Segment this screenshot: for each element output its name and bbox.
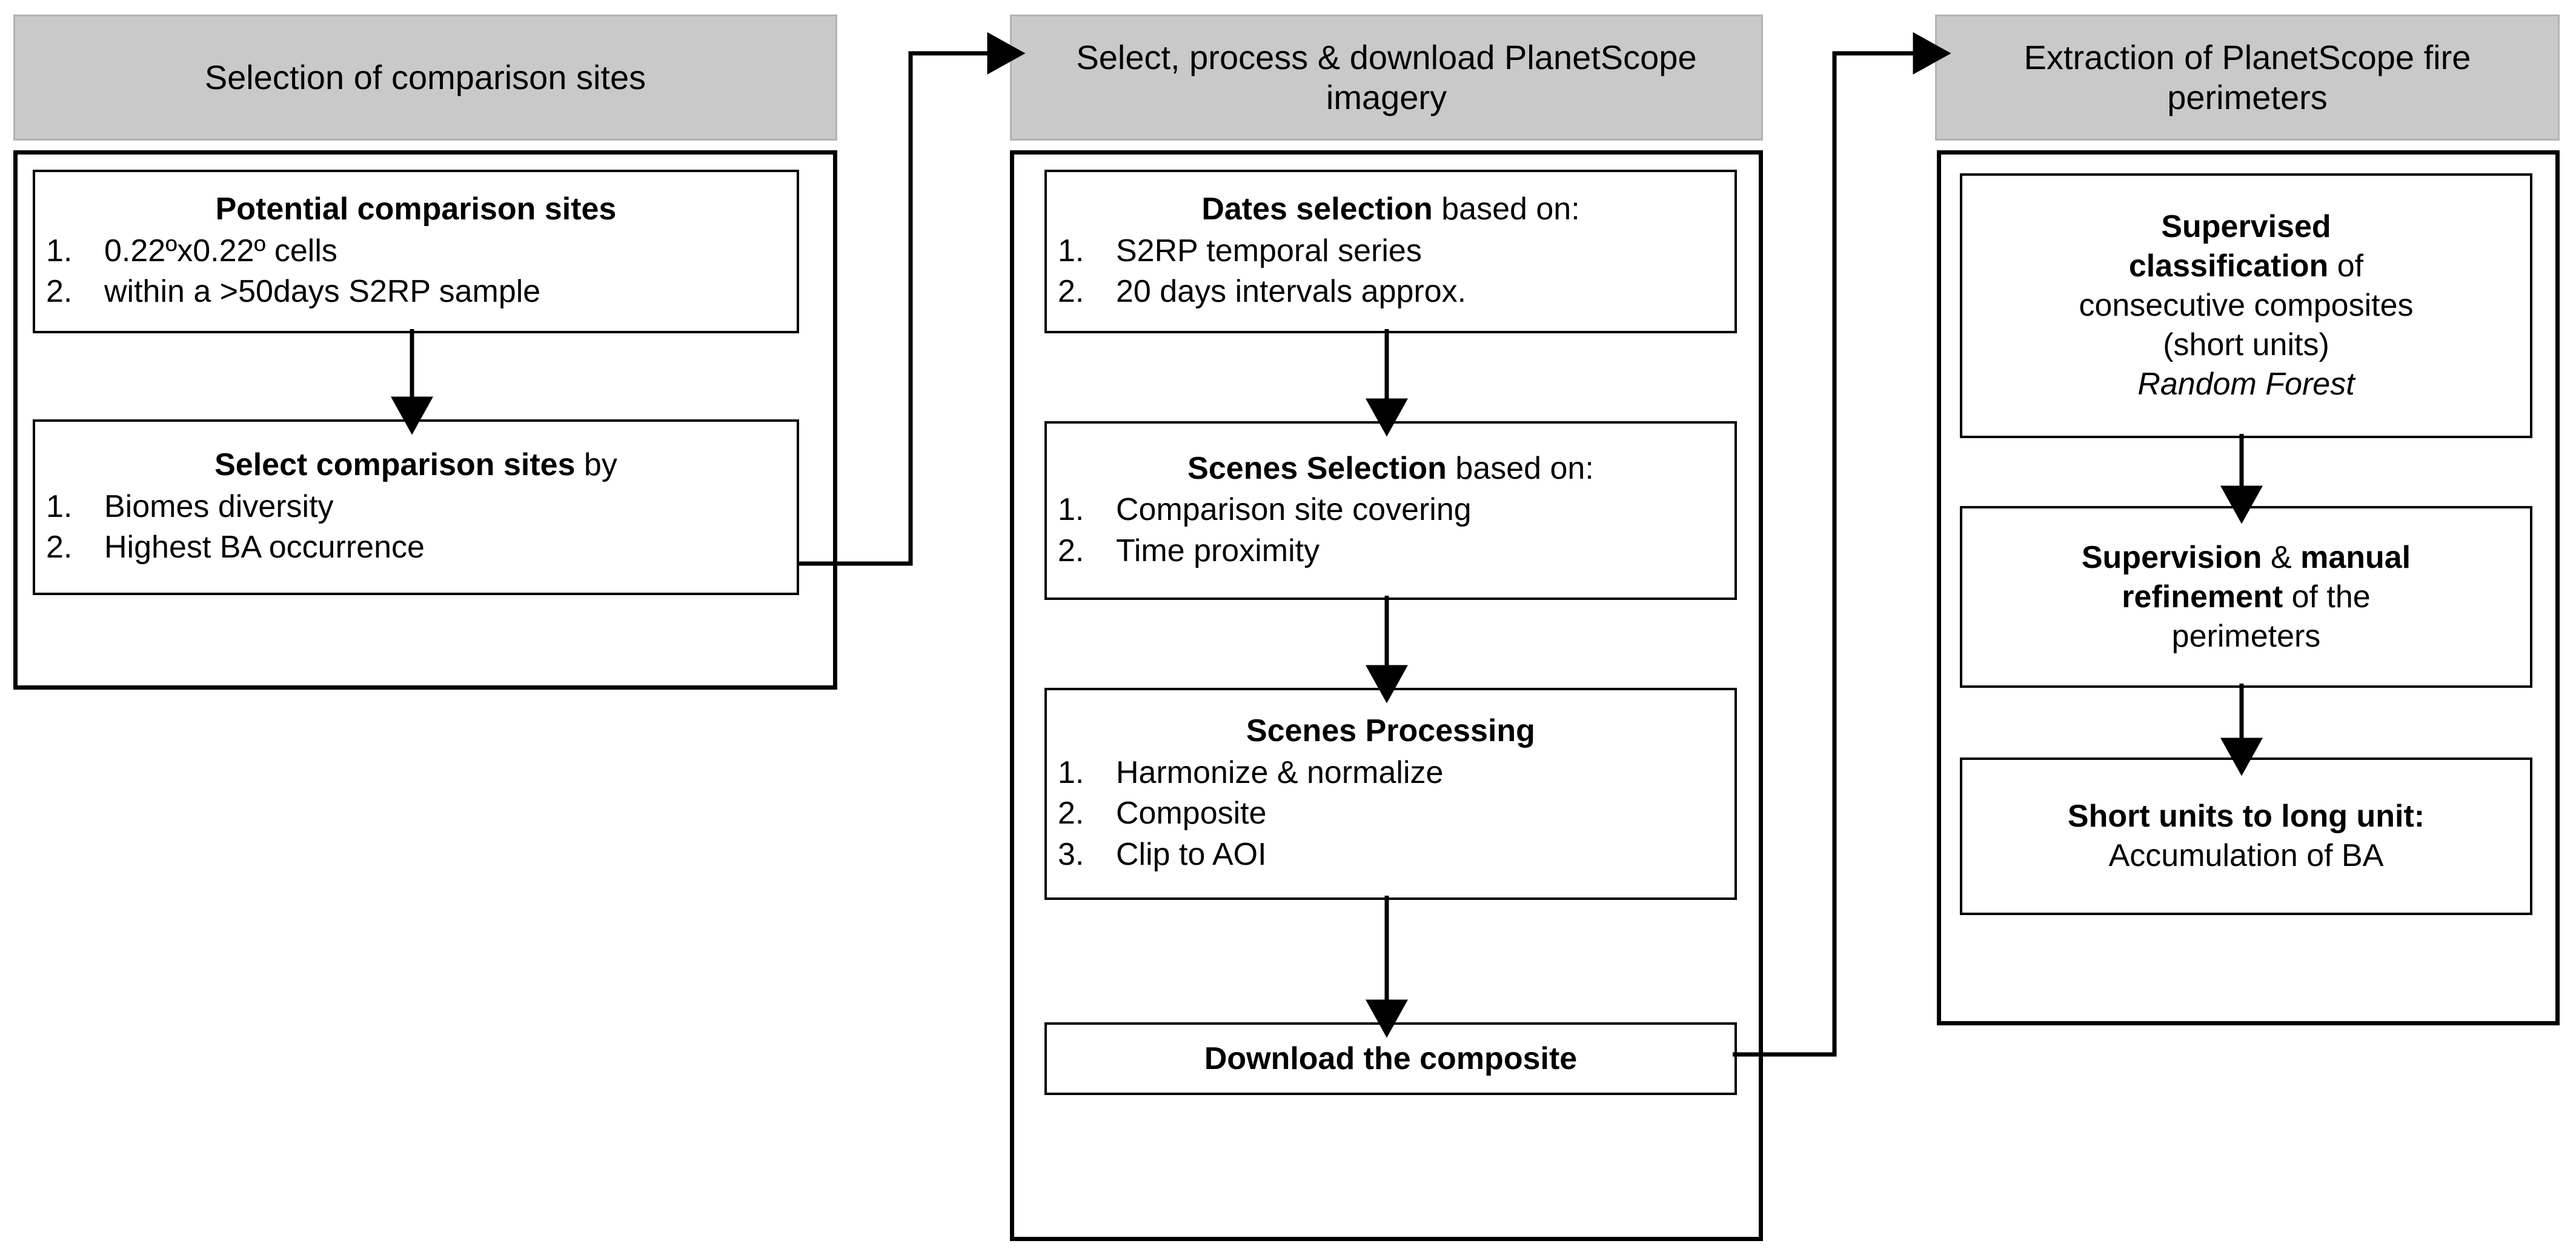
node-select-comparison-sites[interactable]: Select comparison sites by 1. Biomes div… [33, 419, 799, 595]
node-title: Scenes Processing [1058, 712, 1724, 750]
node-supervised-classification[interactable]: Supervised classification of consecutive… [1960, 173, 2532, 438]
node-line: Random Forest [1973, 365, 2519, 404]
node-step-list: 1. S2RP temporal series 2. 20 days inter… [1058, 231, 1724, 313]
node-line: Short units to long unit: [1973, 797, 2519, 836]
node-step-list: 1. Biomes diversity 2. Highest BA occurr… [46, 487, 786, 568]
step-text: Time proximity [1116, 533, 1320, 568]
node-line-bold: Supervised [2161, 209, 2331, 244]
node-title-bold: Select comparison sites [214, 447, 576, 483]
step-number: 1. [46, 488, 73, 524]
list-item: 1. 0.22ºx0.22º cells [46, 231, 786, 272]
node-line-rest: of [2328, 248, 2364, 284]
node-title: Potential comparison sites [46, 190, 786, 228]
stage-body-extraction-of-planetscope-fire-perimeters: Supervised classification of consecutive… [1937, 150, 2560, 1025]
list-item: 3. Clip to AOI [1058, 834, 1724, 876]
stage-header-label: Extraction of PlanetScope fire perimeter… [2023, 38, 2471, 116]
node-line: perimeters [2171, 618, 2321, 654]
step-text: 0.22ºx0.22º cells [104, 233, 337, 268]
node-title-bold: Dates selection [1201, 191, 1433, 227]
list-item: 2. within a >50days S2RP sample [46, 271, 786, 313]
node-dates-selection[interactable]: Dates selection based on: 1. S2RP tempor… [1044, 170, 1737, 333]
step-text: 20 days intervals approx. [1116, 274, 1467, 310]
stage-header-selection-of-comparison-sites: Selection of comparison sites [13, 15, 837, 141]
step-text: within a >50days S2RP sample [104, 274, 541, 310]
step-number: 2. [1058, 274, 1084, 310]
node-step-list: 1. Harmonize & normalize 2. Composite 3.… [1058, 753, 1724, 876]
node-line-bold: Short units to long unit: [2067, 799, 2425, 834]
node-line-bold: refinement [2122, 579, 2283, 614]
node-line: Supervised [1973, 207, 2519, 247]
step-number: 1. [46, 233, 73, 268]
step-text: S2RP temporal series [1116, 233, 1422, 268]
node-line-rest: of the [2283, 579, 2371, 614]
node-supervision-manual-refinement[interactable]: Supervision & manual refinement of the p… [1960, 506, 2532, 688]
node-title: Scenes Selection based on: [1058, 450, 1724, 487]
list-item: 1. Harmonize & normalize [1058, 753, 1724, 794]
list-item: 1. S2RP temporal series [1058, 231, 1724, 272]
node-title-bold: Scenes Processing [1246, 713, 1535, 749]
step-text: Composite [1116, 796, 1267, 831]
step-text: Comparison site covering [1116, 492, 1472, 528]
node-line-bold: classification [2128, 248, 2329, 284]
step-text: Biomes diversity [104, 488, 334, 524]
list-item: 2. 20 days intervals approx. [1058, 271, 1724, 313]
step-number: 2. [46, 530, 73, 565]
step-number: 1. [1058, 233, 1084, 268]
node-scenes-selection[interactable]: Scenes Selection based on: 1. Comparison… [1044, 421, 1737, 600]
stage-body-select-process-download-planetscope-imagery: Dates selection based on: 1. S2RP tempor… [1010, 150, 1763, 1241]
node-step-list: 1. 0.22ºx0.22º cells 2. within a >50days… [46, 231, 786, 313]
node-title-bold: Potential comparison sites [215, 191, 617, 227]
list-item: 1. Comparison site covering [1058, 490, 1724, 531]
node-potential-comparison-sites[interactable]: Potential comparison sites 1. 0.22ºx0.22… [33, 170, 799, 333]
step-number: 2. [46, 274, 73, 310]
node-title: Dates selection based on: [1058, 190, 1724, 228]
stage-header-extraction-of-planetscope-fire-perimeters: Extraction of PlanetScope fire perimeter… [1935, 15, 2560, 141]
step-number: 3. [1058, 836, 1084, 872]
list-item: 2. Highest BA occurrence [46, 527, 786, 568]
list-item: 2. Composite [1058, 793, 1724, 834]
step-text: Harmonize & normalize [1116, 754, 1444, 790]
step-number: 1. [1058, 492, 1084, 528]
node-title: Select comparison sites by [46, 446, 786, 484]
node-line: refinement of the [1973, 578, 2519, 617]
node-download-the-composite[interactable]: Download the composite [1044, 1022, 1737, 1095]
node-short-units-to-long-unit[interactable]: Short units to long unit: Accumulation o… [1960, 758, 2532, 915]
node-line-bold: Supervision [2081, 539, 2262, 575]
step-number: 2. [1058, 533, 1084, 568]
node-title-bold: Download the composite [1204, 1041, 1578, 1076]
step-number: 2. [1058, 796, 1084, 831]
node-title-bold: Scenes Selection [1187, 450, 1447, 486]
stage-body-selection-of-comparison-sites: Potential comparison sites 1. 0.22ºx0.22… [13, 150, 837, 690]
node-line: Accumulation of BA [2108, 838, 2384, 873]
node-line-rest: & [2262, 539, 2301, 575]
node-line: consecutive composites [2079, 288, 2414, 323]
node-scenes-processing[interactable]: Scenes Processing 1. Harmonize & normali… [1044, 688, 1737, 900]
node-line: Supervision & manual [1973, 538, 2519, 578]
stage-header-label: Select, process & download PlanetScope i… [1076, 38, 1697, 116]
node-line-italic: Random Forest [2137, 367, 2355, 402]
step-text: Highest BA occurrence [104, 530, 425, 565]
node-line-bold-2: manual [2300, 539, 2411, 575]
node-title-rest: by [575, 447, 617, 483]
stage-header-label: Selection of comparison sites [204, 58, 646, 96]
list-item: 2. Time proximity [1058, 531, 1724, 572]
node-line: (short units) [2163, 327, 2329, 362]
stage-header-select-process-download-planetscope-imagery: Select, process & download PlanetScope i… [1010, 15, 1763, 141]
list-item: 1. Biomes diversity [46, 487, 786, 528]
node-title: Download the composite [1058, 1039, 1724, 1079]
node-title-rest: based on: [1432, 191, 1580, 227]
node-line: classification of [1973, 247, 2519, 286]
node-step-list: 1. Comparison site covering 2. Time prox… [1058, 490, 1724, 571]
step-number: 1. [1058, 754, 1084, 790]
node-title-rest: based on: [1446, 450, 1594, 486]
step-text: Clip to AOI [1116, 836, 1267, 872]
